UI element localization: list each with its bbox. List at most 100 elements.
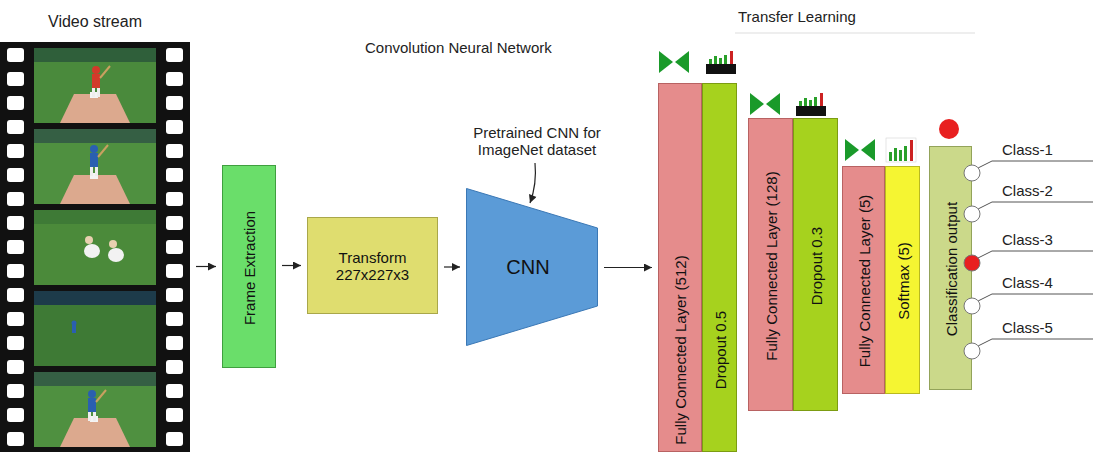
- icon-bar: [719, 58, 722, 64]
- class-label: Class-5: [1002, 319, 1090, 336]
- frame-stands: [34, 210, 156, 224]
- layer-label: Fully Connected Layer (128): [762, 171, 779, 360]
- sprocket-hole: [166, 168, 183, 182]
- flow-arrow: [444, 266, 460, 267]
- sprocket-hole: [166, 408, 183, 422]
- class-label: Class-4: [1002, 274, 1090, 291]
- sprocket-hole: [7, 408, 24, 422]
- sprocket-hole: [166, 384, 183, 398]
- leader-arrow: [530, 163, 535, 203]
- filmstrip: [0, 42, 190, 452]
- class-label: Class-2: [1002, 182, 1090, 199]
- layer-box: Fully Connected Layer (128): [748, 118, 793, 411]
- sprocket-hole: [7, 72, 24, 86]
- sprocket-hole: [7, 192, 24, 206]
- bowtie-icon: [659, 51, 689, 73]
- player-leg: [95, 167, 98, 176]
- section-rule: [735, 33, 975, 34]
- bowtie-half: [659, 51, 673, 73]
- player-body: [92, 74, 100, 88]
- icon-bar: [814, 97, 817, 106]
- sprocket-hole: [166, 96, 183, 110]
- icon-ground: [706, 50, 736, 74]
- sprocket-hole: [166, 432, 183, 446]
- layer-label: Classification output: [942, 202, 959, 336]
- cricket-bat: [96, 390, 106, 402]
- class-wire: [978, 339, 1093, 346]
- output-box: Classification output: [929, 146, 972, 390]
- softmax-icon: [886, 138, 916, 162]
- video-frame: [34, 48, 156, 123]
- icon-bar: [724, 55, 727, 64]
- bowtie-half: [861, 139, 875, 161]
- frame-ground: [34, 129, 156, 204]
- icon-bar: [809, 100, 812, 106]
- stream-heading: Video stream: [0, 12, 190, 32]
- icon-bar: [804, 98, 807, 106]
- layer-label: Softmax (5): [894, 242, 911, 320]
- bowtie-half: [845, 139, 859, 161]
- icon-base: [706, 64, 736, 74]
- sprocket-hole: [166, 240, 183, 254]
- class-label: Class-1: [1002, 141, 1090, 158]
- sprocket-hole: [7, 96, 24, 110]
- video-frame: [34, 210, 156, 285]
- icon-bar: [904, 146, 907, 161]
- player-leg: [88, 412, 91, 421]
- frame-stands: [34, 48, 156, 62]
- layer-label: Dropout 0.3: [807, 226, 824, 304]
- player-body: [88, 398, 96, 412]
- sprocket-hole: [166, 336, 183, 350]
- layer-box: Fully Connected Layer (512): [658, 83, 702, 452]
- output-port: [964, 255, 980, 271]
- sprocket-hole: [7, 432, 24, 446]
- process-box: Transform 227x227x3: [307, 217, 438, 314]
- sprocket-hole: [166, 48, 183, 62]
- dropout-box: Dropout 0.3: [793, 118, 838, 411]
- sprocket-hole: [166, 264, 183, 278]
- sprocket-hole: [7, 336, 24, 350]
- cricket-pitch: [60, 418, 130, 447]
- sprocket-hole: [166, 312, 183, 326]
- layer-label: Frame Extraction: [241, 210, 258, 324]
- player-head: [92, 66, 100, 74]
- player-leg: [97, 88, 100, 97]
- sprocket-hole: [7, 240, 24, 254]
- histogram-icon: [706, 50, 736, 74]
- frame-stands: [34, 291, 156, 305]
- video-filmstrip: Video stream: [0, 6, 190, 452]
- video-frame: [34, 129, 156, 204]
- box-label: CNN: [506, 255, 549, 279]
- sprocket-hole: [7, 144, 24, 158]
- trapezoid-shape: [467, 189, 598, 346]
- cricket-bat: [100, 66, 110, 78]
- bowtie-half: [750, 93, 764, 115]
- flow-arrow: [196, 266, 216, 267]
- icon-ground: [886, 138, 916, 162]
- icon-bar: [799, 101, 802, 106]
- player-head: [85, 236, 93, 244]
- sprocket-hole: [166, 216, 183, 230]
- icon-ground: [796, 92, 826, 116]
- video-frame: [34, 372, 156, 447]
- bowtie-icon: [750, 93, 780, 115]
- cricket-pitch: [60, 175, 130, 204]
- sprocket-hole: [166, 192, 183, 206]
- class-wire: [978, 294, 1093, 301]
- section-title: Convolution Neural Network: [365, 39, 645, 56]
- player-head: [90, 145, 98, 153]
- sprocket-hole: [166, 120, 183, 134]
- player-body: [90, 153, 98, 167]
- sprocket-hole: [7, 168, 24, 182]
- flow-arrow: [604, 267, 652, 268]
- process-box: Frame Extraction: [222, 165, 276, 368]
- class-wire: [978, 161, 1093, 168]
- icon-bar: [910, 140, 913, 161]
- frame-ground: [34, 372, 156, 447]
- section-title: Transfer Learning: [738, 8, 918, 25]
- class-label: Class-3: [1002, 231, 1090, 248]
- sprocket-hole: [166, 288, 183, 302]
- bowtie-half: [766, 93, 780, 115]
- layer-label: Fully Connected Layer (5): [855, 195, 872, 368]
- player-leg: [93, 412, 96, 421]
